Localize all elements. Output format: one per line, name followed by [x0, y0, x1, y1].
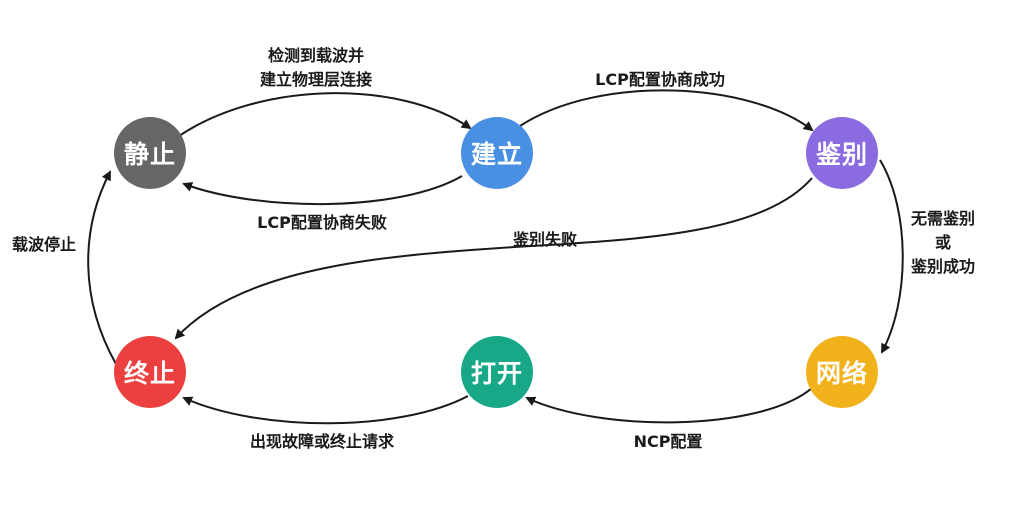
arrow-establish-to-static	[182, 175, 463, 206]
arrow-establish-to-authenticate	[519, 89, 814, 132]
arrow-terminate-to-static	[87, 170, 117, 365]
arrow-authenticate-to-terminate	[174, 177, 813, 340]
label-terminate-to-static: 载波停止	[11, 235, 76, 254]
label-network-to-open: NCP配置	[633, 432, 703, 451]
label-static-to-establish: 检测到载波并 建立物理层连接	[236, 44, 396, 92]
label-establish-to-authenticate: LCP配置协商成功	[595, 70, 725, 89]
state-node-network: 网络	[806, 336, 878, 408]
label-static-to-establish-line2: 建立物理层连接	[259, 70, 372, 89]
arrow-open-to-terminate	[182, 395, 469, 425]
state-node-static: 静止	[114, 117, 186, 189]
label-open-to-terminate: 出现故障或终止请求	[249, 432, 394, 451]
label-authenticate-to-network-line2: 或	[934, 233, 951, 252]
state-node-authenticate: 鉴别	[806, 117, 878, 189]
label-authenticate-to-network: 无需鉴别 或 鉴别成功	[898, 207, 988, 279]
arrow-static-to-establish	[175, 92, 472, 139]
label-establish-to-static: LCP配置协商失败	[257, 213, 387, 232]
state-node-establish: 建立	[461, 117, 533, 189]
arrow-network-to-open	[525, 387, 813, 424]
label-authenticate-to-network-line1: 无需鉴别	[910, 209, 975, 228]
label-static-to-establish-line1: 检测到载波并	[267, 46, 364, 65]
state-node-open: 打开	[461, 336, 533, 408]
state-node-terminate: 终止	[114, 336, 186, 408]
arrow-authenticate-to-network	[879, 159, 904, 354]
label-authenticate-to-terminate: 鉴别失败	[512, 230, 577, 249]
label-authenticate-to-network-line3: 鉴别成功	[910, 257, 975, 276]
